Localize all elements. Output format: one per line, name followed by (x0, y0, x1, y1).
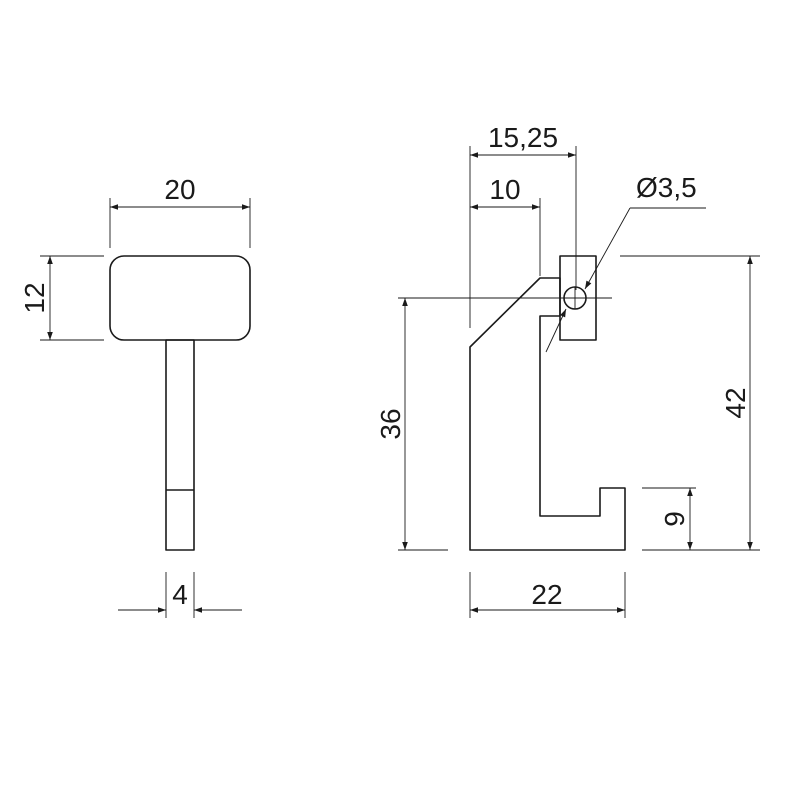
dim-hole: Ø3,5 (545, 172, 706, 353)
dim-hook-width-label: 22 (531, 579, 562, 610)
key-stem (165, 339, 195, 551)
dim-head-width-label: 20 (164, 174, 195, 205)
dim-lip-height-label: 9 (659, 511, 690, 527)
dim-hole-label: Ø3,5 (636, 172, 697, 203)
dim-pivot-height-label: 36 (375, 408, 406, 439)
dim-head-height: 12 (19, 255, 104, 341)
key-head (109, 255, 251, 341)
side-view (469, 255, 626, 551)
dim-pivot-height: 36 (375, 298, 448, 551)
dim-lip-height: 9 (642, 487, 696, 550)
dim-offset-label: 15,25 (488, 122, 558, 153)
dim-stem-width: 4 (118, 572, 242, 618)
dim-hook-width: 22 (469, 572, 626, 618)
front-view (109, 255, 251, 551)
hook-body (469, 277, 626, 551)
dim-total-height: 42 (620, 255, 760, 551)
dim-inner: 10 (470, 174, 541, 276)
dim-stem-width-label: 4 (172, 579, 188, 610)
dim-offset: 15,25 (469, 122, 577, 328)
dim-head-height-label: 12 (19, 282, 50, 313)
dim-head-width: 20 (109, 174, 251, 248)
dim-total-height-label: 42 (720, 387, 751, 418)
dim-inner-label: 10 (489, 174, 520, 205)
